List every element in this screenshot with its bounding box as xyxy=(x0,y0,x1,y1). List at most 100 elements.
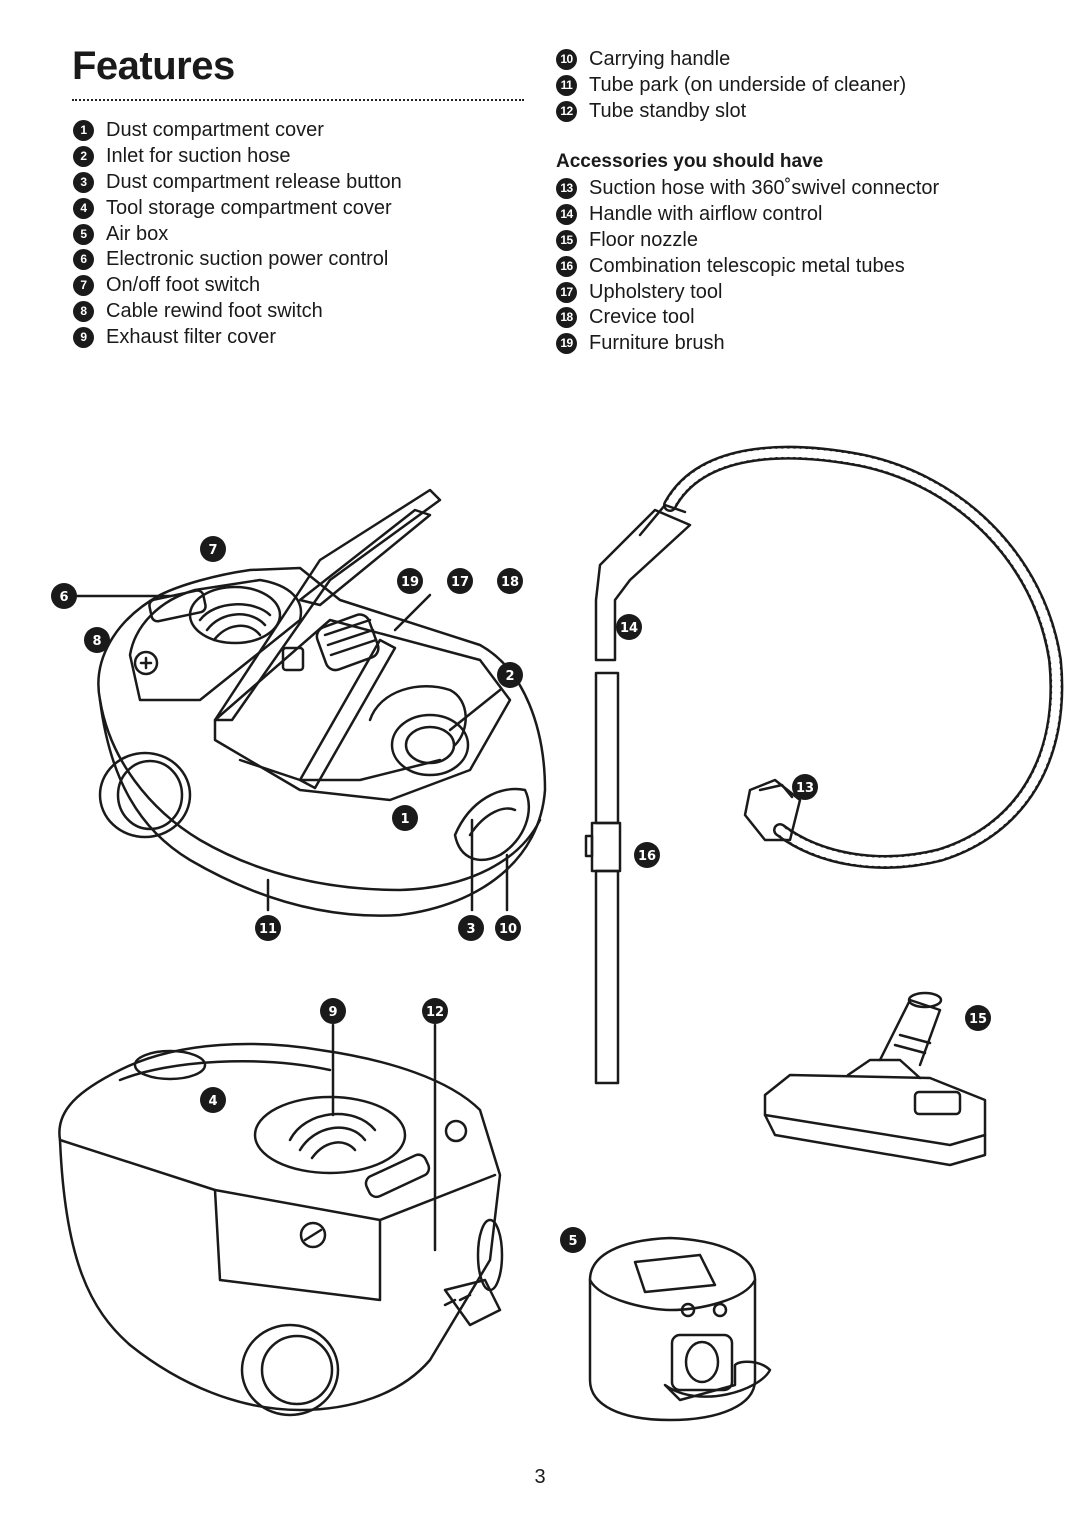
item-number: 4 xyxy=(73,197,94,219)
item-number: 13 xyxy=(556,178,577,200)
callout-label: 5 xyxy=(568,1234,577,1249)
item-number: 16 xyxy=(556,255,577,277)
list-item: 1 Dust compartment cover xyxy=(73,118,402,144)
item-label: Tube park (on underside of cleaner) xyxy=(589,74,907,97)
item-number: 9 xyxy=(73,326,94,348)
telescopic-tube-illustration xyxy=(584,671,622,1085)
item-number: 18 xyxy=(556,307,577,329)
floor-nozzle-illustration xyxy=(763,991,987,1167)
callout-badge: 18 xyxy=(497,568,523,594)
item-label: Carrying handle xyxy=(589,48,731,71)
list-item: 2 Inlet for suction hose xyxy=(73,144,402,170)
callout-badge: 12 xyxy=(422,998,448,1024)
callout-badge: 7 xyxy=(200,536,226,562)
callout-label: 10 xyxy=(499,922,517,937)
list-item: 4 Tool storage compartment cover xyxy=(73,195,402,221)
item-number: 1 xyxy=(73,120,94,142)
item-number: 3 xyxy=(73,171,94,193)
callout-label: 7 xyxy=(208,543,217,558)
item-label: Electronic suction power control xyxy=(106,248,389,271)
callout-badge: 14 xyxy=(616,614,642,640)
item-number: 14 xyxy=(556,204,577,226)
callout-badge: 17 xyxy=(447,568,473,594)
item-label: Combination telescopic metal tubes xyxy=(589,254,905,277)
callout-badge: 10 xyxy=(495,915,521,941)
item-label: Furniture brush xyxy=(589,332,725,355)
list-item: 14 Handle with airflow control xyxy=(556,202,939,228)
callout-badge: 15 xyxy=(965,1005,991,1031)
item-number: 12 xyxy=(556,100,577,122)
list-item: 9 Exhaust filter cover xyxy=(73,324,402,350)
callout-badge: 8 xyxy=(84,627,110,653)
features-list-continued: 10 Carrying handle 11 Tube park (on unders… xyxy=(556,47,906,124)
item-label: Inlet for suction hose xyxy=(106,145,291,168)
callout-badge: 3 xyxy=(458,915,484,941)
item-label: Handle with airflow control xyxy=(589,203,823,226)
callout-badge: 13 xyxy=(792,774,818,800)
item-label: Exhaust filter cover xyxy=(106,325,277,348)
callout-label: 13 xyxy=(796,781,814,796)
item-number: 7 xyxy=(73,275,94,297)
item-number: 2 xyxy=(73,146,94,168)
list-item: 17 Upholstery tool xyxy=(556,279,939,305)
list-item: 12 Tube standby slot xyxy=(556,99,906,125)
callout-badges: 7 6 8 19 17 18 2 1 11 3 10 9 12 4 14 13 … xyxy=(51,536,991,1253)
item-label: On/off foot switch xyxy=(106,274,261,297)
callout-badge: 16 xyxy=(634,842,660,868)
cleaner-rear-illustration xyxy=(58,1023,504,1417)
callout-badge: 5 xyxy=(560,1227,586,1253)
callout-badge: 4 xyxy=(200,1087,226,1113)
list-item: 18 Crevice tool xyxy=(556,305,939,331)
item-label: Upholstery tool xyxy=(589,280,723,303)
item-label: Tube standby slot xyxy=(589,99,747,122)
callout-label: 19 xyxy=(401,575,419,590)
list-item: 16 Combination telescopic metal tubes xyxy=(556,253,939,279)
list-item: 7 On/off foot switch xyxy=(73,273,402,299)
callout-label: 2 xyxy=(505,669,514,684)
cleaner-open-illustration xyxy=(73,488,547,917)
item-number: 11 xyxy=(556,75,577,97)
item-number: 10 xyxy=(556,49,577,71)
item-label: Tool storage compartment cover xyxy=(106,196,392,219)
callout-badge: 2 xyxy=(497,662,523,688)
callout-badge: 9 xyxy=(320,998,346,1024)
list-item: 5 Air box xyxy=(73,221,402,247)
page-number: 3 xyxy=(534,1466,546,1488)
list-item: 10 Carrying handle xyxy=(556,47,906,73)
callout-badge: 6 xyxy=(51,583,77,609)
item-number: 5 xyxy=(73,223,94,245)
callout-label: 17 xyxy=(451,575,469,590)
item-label: Air box xyxy=(106,222,169,245)
list-item: 6 Electronic suction power control xyxy=(73,247,402,273)
callout-label: 18 xyxy=(501,575,519,590)
dotted-divider xyxy=(72,99,524,101)
list-item: 11 Tube park (on underside of cleaner) xyxy=(556,73,906,99)
callout-label: 12 xyxy=(426,1005,444,1020)
callout-label: 1 xyxy=(400,812,409,827)
list-item: 8 Cable rewind foot switch xyxy=(73,299,402,325)
item-number: 8 xyxy=(73,300,94,322)
item-number: 17 xyxy=(556,281,577,303)
item-label: Dust compartment cover xyxy=(106,119,324,142)
callout-badge: 1 xyxy=(392,805,418,831)
callout-label: 9 xyxy=(328,1005,337,1020)
item-number: 19 xyxy=(556,333,577,355)
item-label: Crevice tool xyxy=(589,306,695,329)
callout-label: 14 xyxy=(620,621,638,636)
callout-badge: 11 xyxy=(255,915,281,941)
callout-label: 11 xyxy=(259,922,277,937)
suction-hose-illustration xyxy=(594,445,1064,869)
callout-label: 8 xyxy=(92,634,101,649)
item-number: 15 xyxy=(556,229,577,251)
item-number: 6 xyxy=(73,249,94,271)
page-title: Features xyxy=(72,44,235,88)
accessories-heading: Accessories you should have xyxy=(556,151,824,172)
callout-label: 4 xyxy=(208,1094,217,1109)
callout-label: 15 xyxy=(969,1012,987,1027)
item-label: Cable rewind foot switch xyxy=(106,299,323,322)
